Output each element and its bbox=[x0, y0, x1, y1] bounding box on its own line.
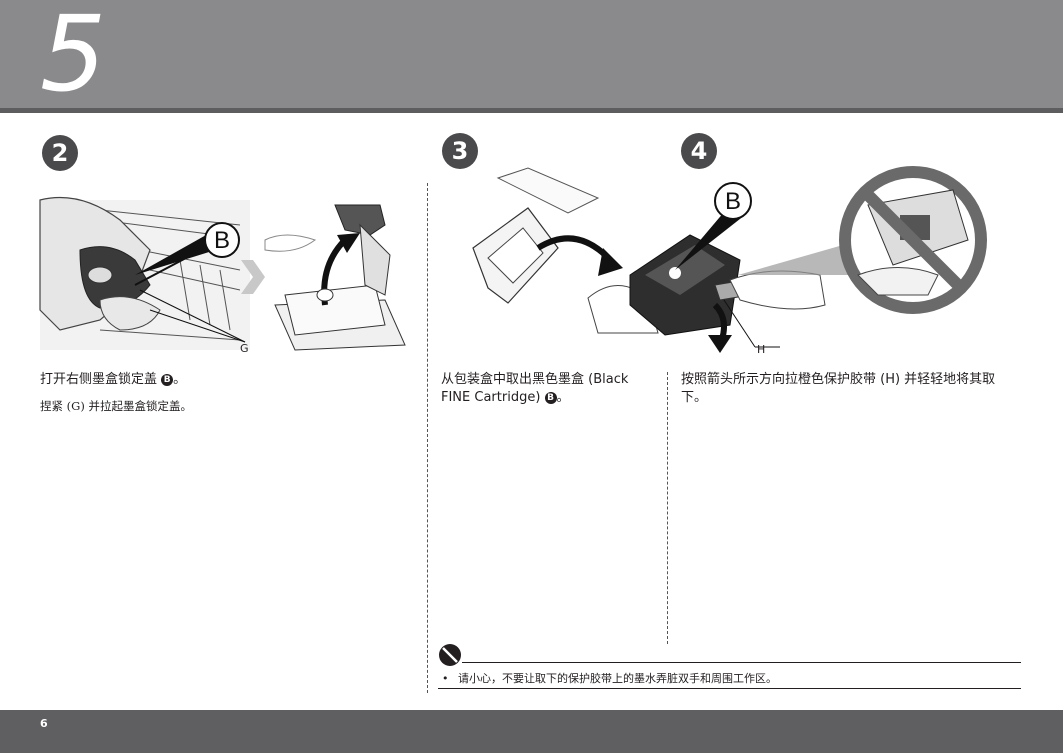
step4-tape-illustration bbox=[629, 205, 826, 353]
step3-instruction: 从包装盒中取出黑色墨盒 (Black FINE Cartridge) B。 bbox=[441, 371, 628, 407]
step-badge-2: 2 bbox=[42, 135, 78, 171]
note-top-rule bbox=[462, 662, 1021, 663]
step4-instruction-line2: 下。 bbox=[681, 390, 708, 405]
label-g: G bbox=[240, 342, 249, 355]
note-bottom-rule bbox=[438, 688, 1021, 689]
section-number: 5 bbox=[40, 0, 107, 115]
step2-instruction-text: 打开右侧墨盒锁定盖 bbox=[40, 372, 158, 387]
header-rule bbox=[0, 108, 1063, 113]
step2-cover-open-illustration bbox=[264, 204, 406, 351]
step2-instruction: 打开右侧墨盒锁定盖 B。 bbox=[40, 371, 186, 389]
chevron-right-icon bbox=[241, 260, 265, 294]
step2-sub-instruction: 捏紧 (G) 并拉起墨盒锁定盖。 bbox=[40, 399, 192, 413]
circled-b-icon: B bbox=[544, 391, 557, 404]
step3-period: 。 bbox=[556, 390, 570, 405]
step3-instruction-line2: FINE Cartridge) bbox=[441, 390, 541, 405]
callout-b-step4: B bbox=[714, 182, 752, 220]
callout-b-step2: B bbox=[204, 222, 240, 258]
prohibited-icon bbox=[738, 166, 987, 314]
footer-band bbox=[0, 710, 1063, 753]
step2-pinch-illustration bbox=[39, 197, 250, 350]
note-bullet: • bbox=[442, 672, 449, 685]
header-band bbox=[0, 0, 1063, 108]
step2-period: 。 bbox=[173, 372, 187, 387]
step4-instruction: 按照箭头所示方向拉橙色保护胶带 (H) 并轻轻地将其取 下。 bbox=[681, 371, 1021, 407]
note-text: 请小心，不要让取下的保护胶带上的墨水弄脏双手和周围工作区。 bbox=[458, 672, 777, 685]
column-divider-1 bbox=[427, 183, 428, 693]
column-divider-2 bbox=[667, 372, 668, 644]
callout-b-step4-text: B bbox=[725, 188, 741, 215]
callout-b-step2-text: B bbox=[214, 227, 230, 254]
step-badge-3: 3 bbox=[442, 133, 478, 169]
step-badge-4: 4 bbox=[681, 133, 717, 169]
note-item: • 请小心，不要让取下的保护胶带上的墨水弄脏双手和周围工作区。 bbox=[442, 670, 777, 686]
step4-instruction-line1: 按照箭头所示方向拉橙色保护胶带 (H) 并轻轻地将其取 bbox=[681, 372, 996, 387]
label-h: H bbox=[757, 343, 766, 356]
page-number: 6 bbox=[40, 717, 48, 730]
circled-b-icon: B bbox=[161, 373, 174, 386]
caution-icon bbox=[439, 644, 461, 666]
step3-instruction-line1: 从包装盒中取出黑色墨盒 (Black bbox=[441, 372, 629, 387]
